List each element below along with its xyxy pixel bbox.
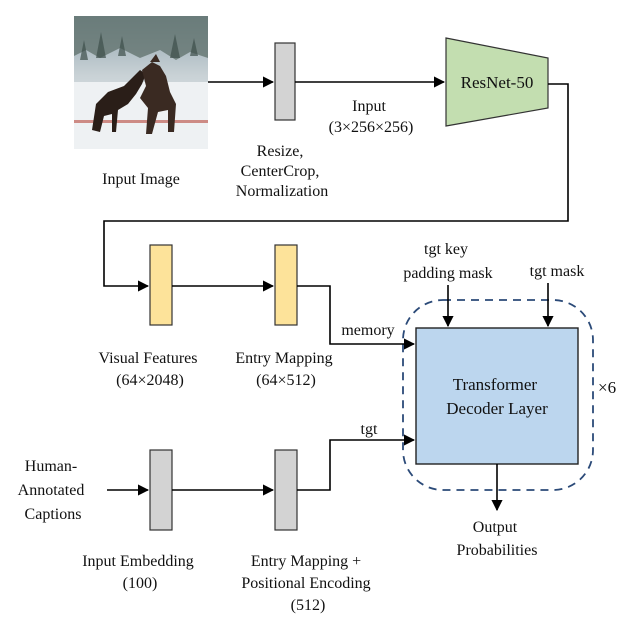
- arrow-resnet-to-visual-features: [103, 83, 569, 292]
- input-shape-line-2: (3×256×256): [329, 119, 414, 136]
- entry-mapping-2-label: Entry Mapping + Positional Encoding (512…: [241, 553, 374, 614]
- input-embedding-label: Input Embedding (100): [82, 553, 198, 592]
- input-embedding-block: [149, 449, 173, 531]
- captions-label: Human- Annotated Captions: [18, 458, 89, 523]
- output-line-1: Output: [473, 519, 518, 536]
- resnet-label: ResNet-50: [461, 73, 534, 92]
- entry-mapping-1-line-1: Entry Mapping: [235, 350, 332, 367]
- transformer-decoder-block: [415, 327, 579, 465]
- output-label: Output Probabilities: [457, 519, 538, 559]
- tgt-label: tgt: [361, 421, 378, 438]
- entry-mapping-1-label: Entry Mapping (64×512): [235, 350, 336, 389]
- output-line-2: Probabilities: [457, 542, 538, 559]
- tgt-key-padding-mask-label: tgt key padding mask: [403, 241, 492, 282]
- input-shape-line-1: Input: [352, 98, 386, 115]
- transformer-line-1: Transformer: [453, 375, 538, 394]
- input-shape-label: Input (3×256×256): [329, 98, 414, 136]
- transformer-label: Transformer Decoder Layer: [446, 375, 548, 418]
- input-embedding-line-2: (100): [123, 575, 158, 592]
- tgt-key-padding-mask-line-1: tgt key: [424, 241, 468, 258]
- entry-mapping-2-line-2: Positional Encoding: [241, 575, 370, 592]
- visual-features-line-2: (64×2048): [116, 372, 184, 389]
- captions-line-1: Human-: [25, 458, 77, 475]
- resnet-block: [445, 37, 549, 127]
- input-image-photo: [74, 16, 208, 149]
- input-embedding-line-1: Input Embedding: [82, 553, 194, 570]
- entry-mapping-2-block: [274, 449, 298, 531]
- preprocess-line-3: Normalization: [236, 183, 328, 200]
- entry-mapping-2-line-3: (512): [291, 597, 326, 614]
- visual-features-line-1: Visual Features: [98, 350, 197, 367]
- input-image-label: Input Image: [102, 171, 180, 188]
- transformer-line-2: Decoder Layer: [446, 399, 548, 418]
- visual-features-label: Visual Features (64×2048): [98, 350, 201, 389]
- entry-mapping-2-line-1: Entry Mapping +: [251, 553, 361, 570]
- arrow-tgt-to-decoder: [297, 434, 416, 491]
- preprocess-block: [274, 42, 296, 121]
- captions-line-2: Annotated: [18, 482, 85, 499]
- preprocess-line-1: Resize,: [257, 143, 304, 160]
- entry-mapping-1-line-2: (64×512): [256, 372, 316, 389]
- entry-mapping-1-block: [274, 244, 298, 326]
- memory-label: memory: [341, 322, 394, 339]
- preprocess-label: Resize, CenterCrop, Normalization: [236, 143, 328, 200]
- preprocess-line-2: CenterCrop,: [241, 163, 320, 180]
- decoder-repeat-boundary: [402, 299, 594, 491]
- visual-features-block: [149, 244, 173, 326]
- tgt-mask-label: tgt mask: [530, 263, 585, 280]
- captions-line-3: Captions: [25, 506, 82, 523]
- arrow-memory-to-decoder: [297, 285, 416, 350]
- repeat-count-label: ×6: [598, 378, 616, 397]
- tgt-key-padding-mask-line-2: padding mask: [403, 265, 492, 282]
